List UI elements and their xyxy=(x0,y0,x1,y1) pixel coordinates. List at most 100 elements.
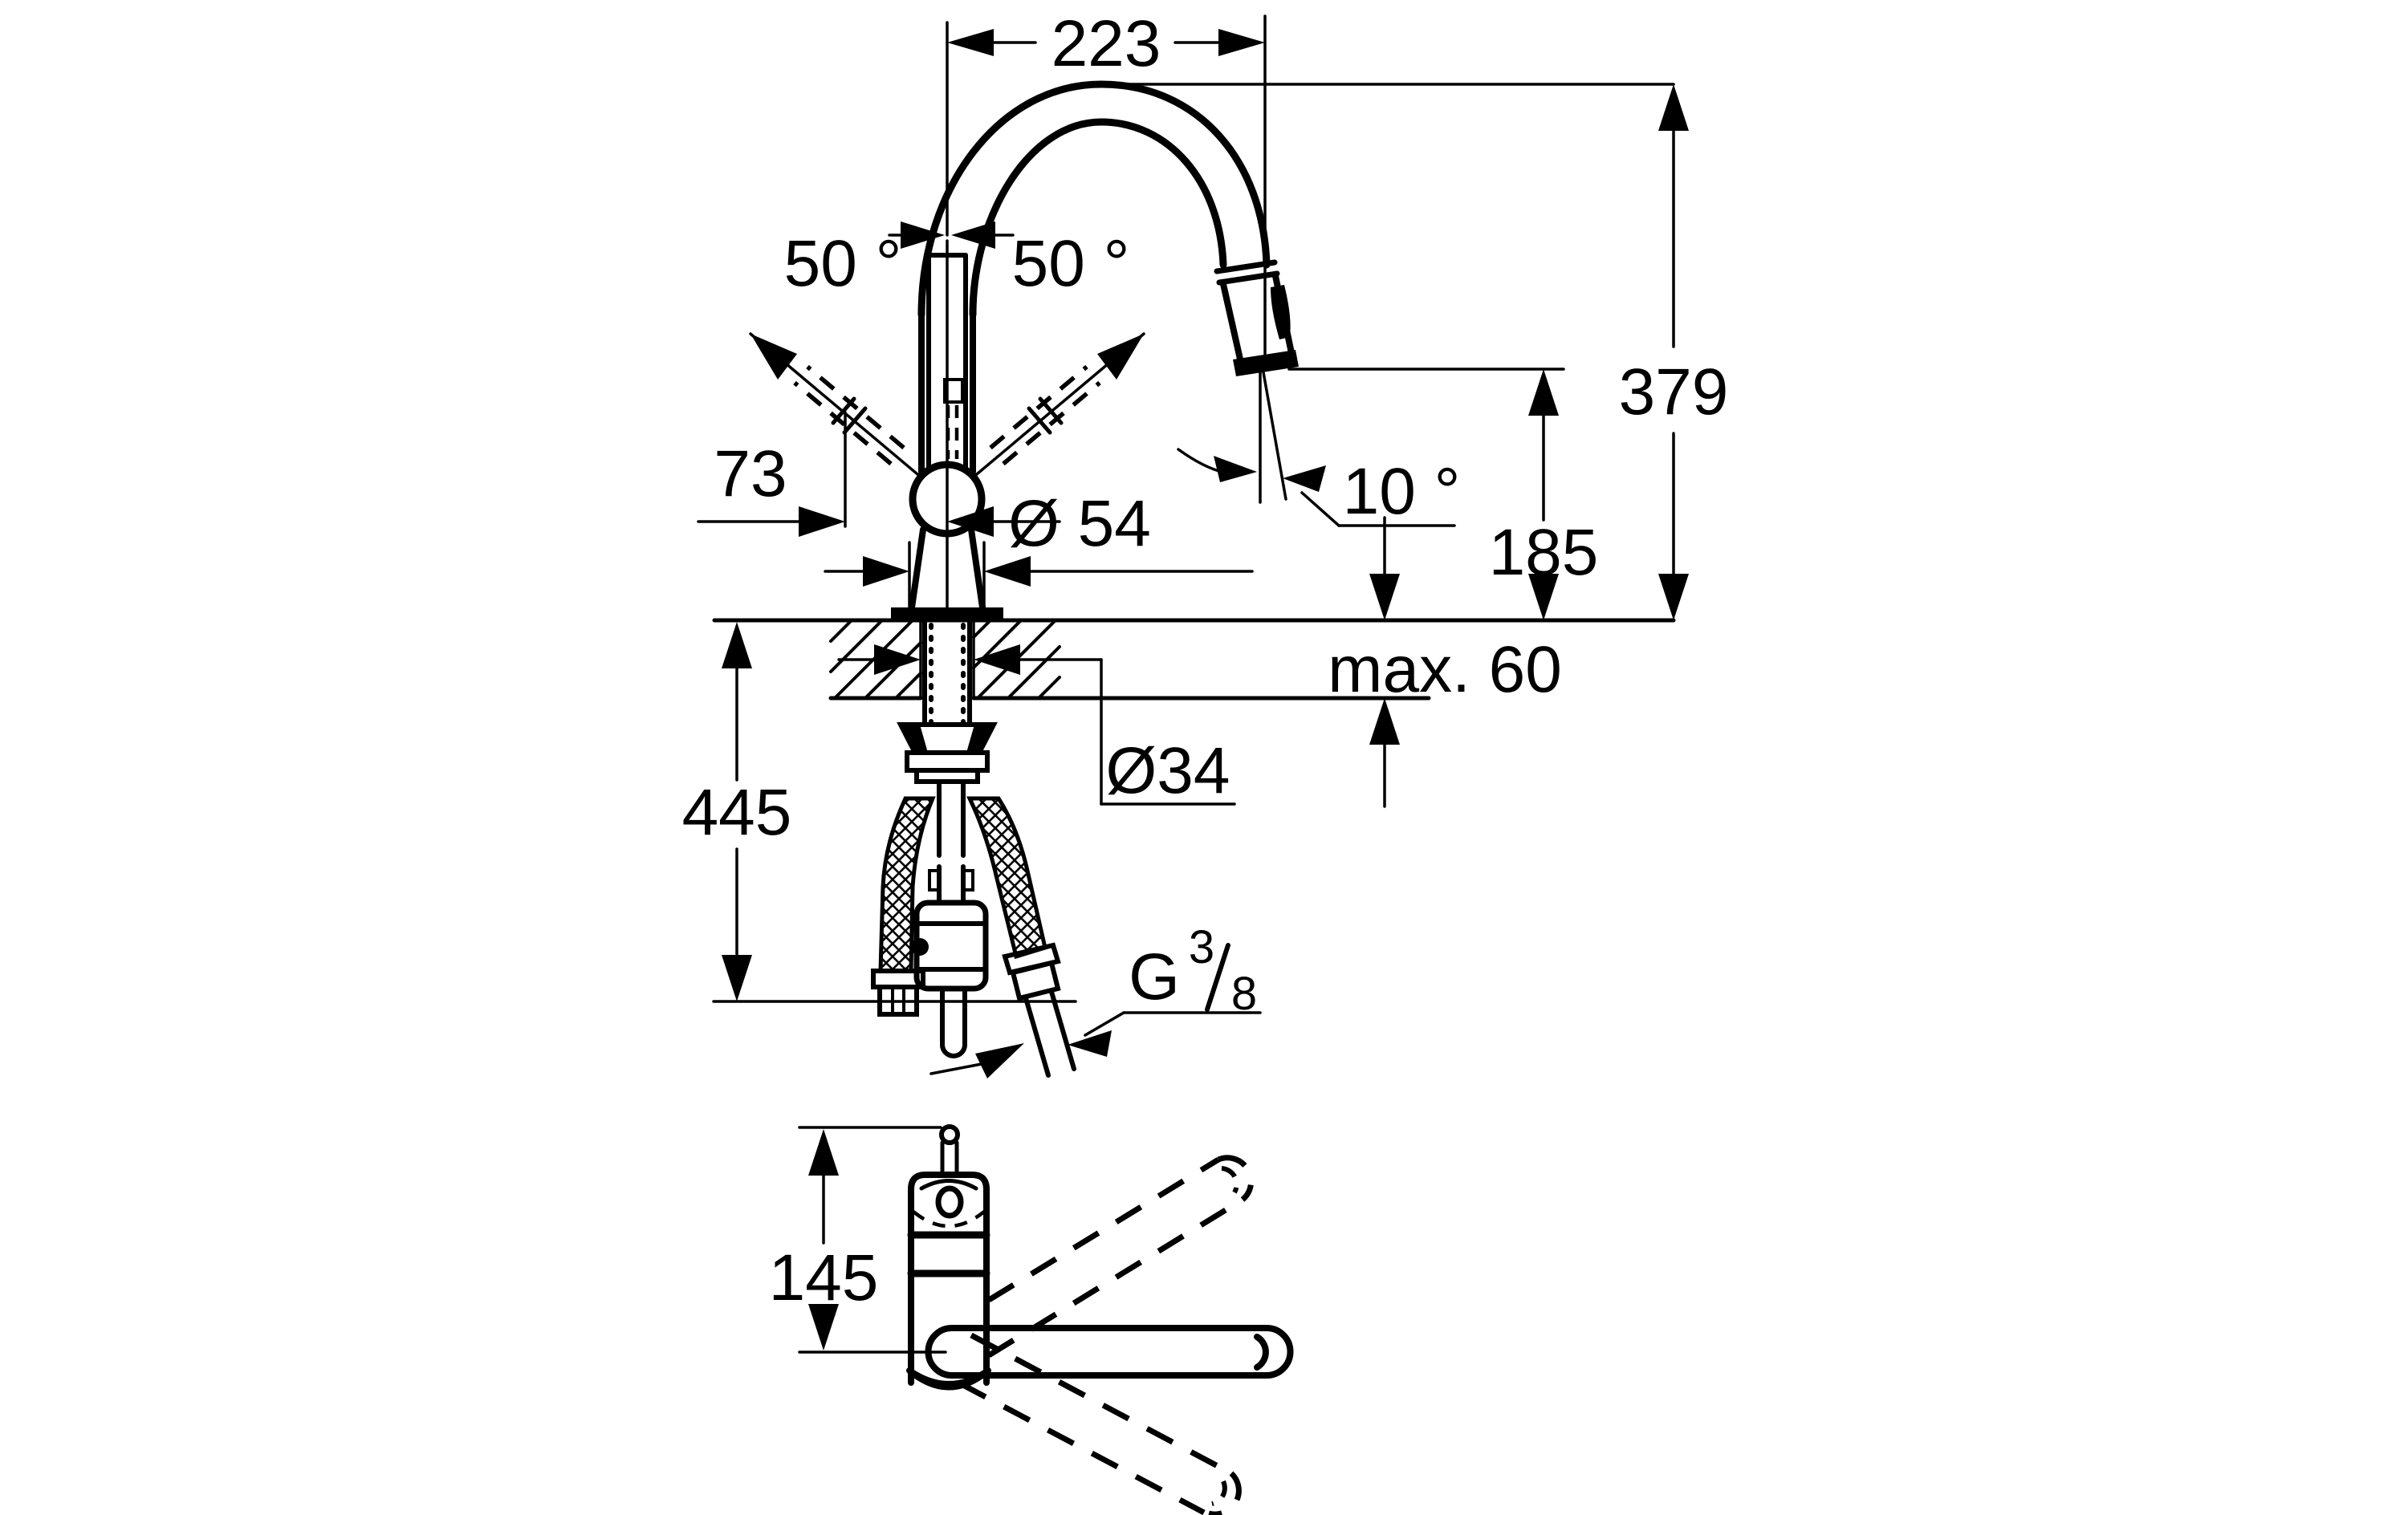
dome-hidden-arc xyxy=(912,1210,986,1229)
thread-label-g38: G 3 8 xyxy=(929,921,1262,1078)
lever-top-arrows xyxy=(888,221,1015,249)
dashed-end-inner xyxy=(1221,1166,1239,1194)
base-rim-outer xyxy=(906,1367,991,1387)
hose-tip xyxy=(940,986,967,1058)
spray-head-button xyxy=(1271,285,1291,339)
height-total-label: 379 xyxy=(1619,355,1729,429)
handle-lever xyxy=(926,21,968,472)
base-rim-inner xyxy=(913,1375,984,1391)
swivel-50-right: 50 ° xyxy=(946,227,1145,501)
weight-screw xyxy=(911,938,929,956)
top-view: 145 xyxy=(769,1124,1294,1515)
tilted-reference xyxy=(1262,371,1287,501)
thread-tube-left-edge xyxy=(1023,996,1051,1078)
leader-line xyxy=(1084,1011,1125,1037)
arrowhead-left xyxy=(947,29,994,56)
arrowhead-left xyxy=(863,556,909,587)
spout-right-cap xyxy=(1263,1325,1294,1379)
leader-line xyxy=(1300,491,1340,527)
dashed-end-inner xyxy=(1211,1480,1227,1506)
swivel-position-lower xyxy=(958,1332,1242,1515)
right-arrowhead xyxy=(951,221,995,249)
dashed-end-cap xyxy=(1208,1471,1242,1515)
arrowhead-right xyxy=(1218,29,1265,56)
dim-handle-offset-73: 73 xyxy=(697,411,1061,537)
handle-offset-label: 73 xyxy=(714,437,787,510)
dim-height-379: 379 xyxy=(1619,84,1729,620)
counter-arrowhead xyxy=(975,1043,1024,1078)
arrowhead-left xyxy=(799,506,845,537)
plan-spout xyxy=(925,1325,1294,1379)
washer-wedge-left xyxy=(901,725,928,753)
body-diameter-label: Ø 54 xyxy=(1008,487,1151,560)
arrowhead-down xyxy=(1369,574,1400,620)
dim-spray-tilt-10: 10 ° xyxy=(1177,371,1461,528)
body-right-side xyxy=(968,526,986,611)
lever-hole xyxy=(935,1185,964,1219)
nut-collar xyxy=(914,768,980,784)
washer-wedge-right xyxy=(966,725,994,753)
arrowhead-bottom xyxy=(808,1304,839,1351)
tilted-lever-edge-2 xyxy=(793,380,893,466)
thread-denominator: 8 xyxy=(1231,968,1257,1020)
tilted-lever-edge-1 xyxy=(806,364,905,450)
top-rim-arc xyxy=(919,1179,978,1191)
arrowhead-bottom xyxy=(722,955,752,1001)
spray-head-left-edge xyxy=(1220,281,1244,366)
pullout-hose xyxy=(928,779,974,905)
lever-tip-circle xyxy=(939,1124,960,1145)
arrowhead-top xyxy=(808,1129,839,1176)
body-height-label: 145 xyxy=(769,1241,879,1314)
arrowhead-bottom xyxy=(1658,574,1689,620)
swivel-position-upper xyxy=(987,1155,1255,1358)
hose-fitting-right xyxy=(1002,942,1076,1078)
tilted-lever-edge-2 xyxy=(1002,380,1101,466)
dim-outlet-185: 185 xyxy=(1489,369,1598,620)
deck-thickness-label: max. 60 xyxy=(1328,633,1562,706)
thread-tube-right-edge xyxy=(1049,989,1076,1071)
dim-spout-reach-223: 223 xyxy=(947,7,1267,367)
arrowhead-left xyxy=(874,644,921,675)
arrowhead-right xyxy=(984,556,1031,587)
dim-body-diameter-54: Ø 54 xyxy=(824,487,1254,610)
arrowhead-top xyxy=(1658,84,1689,131)
hose-weight xyxy=(911,900,989,992)
swivel-50-left: 50 ° xyxy=(749,227,949,501)
angle-leg-arrowhead xyxy=(750,334,797,380)
counter-arrow-tail xyxy=(929,1062,987,1075)
arc-arrowhead xyxy=(1214,456,1257,482)
fraction-slash xyxy=(1205,943,1230,1012)
thread-prefix: G xyxy=(1129,940,1180,1013)
dashed-end-cap xyxy=(1217,1155,1255,1202)
arrowhead-right xyxy=(947,506,994,537)
aerator-arc xyxy=(1254,1334,1269,1371)
arrowhead-top xyxy=(722,622,752,668)
tick-2 xyxy=(842,406,868,435)
leader-arrowhead xyxy=(1283,465,1326,492)
body-left-side xyxy=(909,526,926,611)
arrowhead-right xyxy=(974,644,1020,675)
dim-deck-max60: max. 60 xyxy=(1328,516,1562,808)
side-view: 50 ° 50 ° xyxy=(682,7,1729,1078)
angle-leg-arrowhead xyxy=(1097,334,1144,380)
left-arrowhead xyxy=(901,221,945,249)
leader-arrowhead xyxy=(1068,1030,1112,1057)
hose-drop-label: 445 xyxy=(682,776,792,849)
body-outline xyxy=(908,1172,990,1386)
thread-numerator: 3 xyxy=(1189,921,1214,973)
spray-tilt-label: 10 ° xyxy=(1343,455,1461,528)
swivel-right-label: 50 ° xyxy=(1012,227,1130,300)
lever-detail-rect xyxy=(943,378,964,404)
arrowhead-bottom xyxy=(1528,574,1559,620)
arrowhead-top xyxy=(1528,369,1559,416)
dim-body-height-145: 145 xyxy=(769,1126,947,1354)
plan-body xyxy=(906,1124,991,1391)
hole-diameter-label: Ø34 xyxy=(1106,734,1230,807)
swivel-left-label: 50 ° xyxy=(784,227,902,300)
tilted-lever-edge-1 xyxy=(989,364,1088,450)
head-joint-line-2 xyxy=(1216,270,1280,286)
dim-hose-445: 445 xyxy=(682,622,1077,1003)
